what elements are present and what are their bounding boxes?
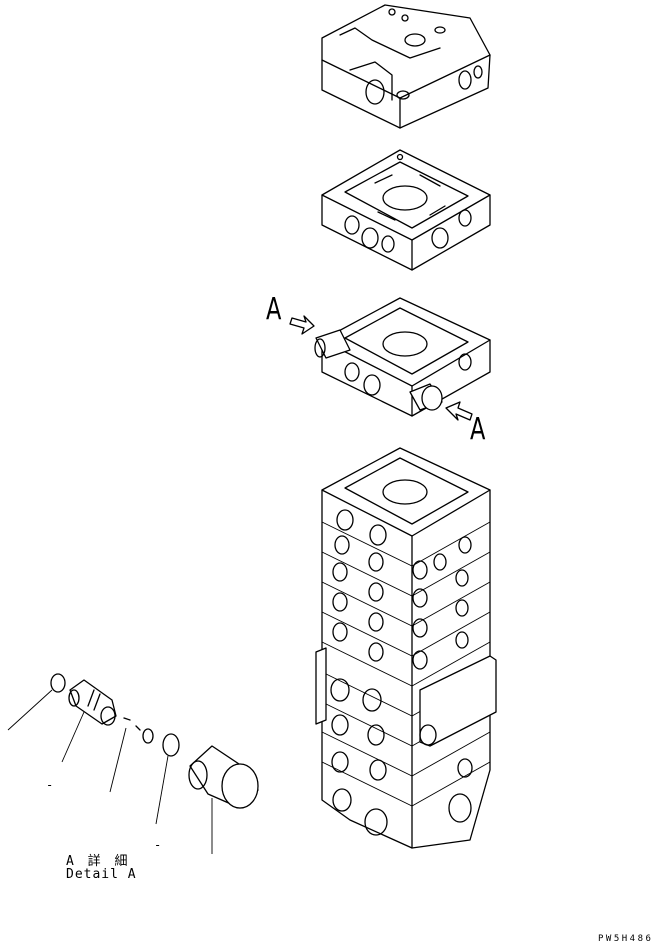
valve-section-block-3: [289, 297, 491, 421]
item-dash-mark-1: -: [46, 778, 54, 792]
right-arrow-icon: [445, 401, 473, 421]
main-valve-stack: [315, 447, 497, 849]
top-cover-block: [321, 4, 491, 129]
detail-a-parts: [7, 673, 259, 854]
valve-section-block-2: [321, 149, 491, 271]
callout-label-a-right: A: [470, 412, 486, 447]
drawing-code: PW5H486: [598, 934, 654, 944]
item-dash-mark-2: -: [154, 838, 162, 852]
detail-caption-japanese: A 詳 細: [66, 854, 131, 869]
o-ring-large: [162, 733, 180, 757]
spool-plug: [69, 679, 117, 725]
backup-rings: [123, 717, 141, 731]
o-ring: [50, 673, 66, 693]
detail-caption-english: Detail A: [66, 867, 137, 882]
callout-label-a-left: A: [266, 292, 282, 327]
left-arrow-icon: [289, 315, 315, 335]
